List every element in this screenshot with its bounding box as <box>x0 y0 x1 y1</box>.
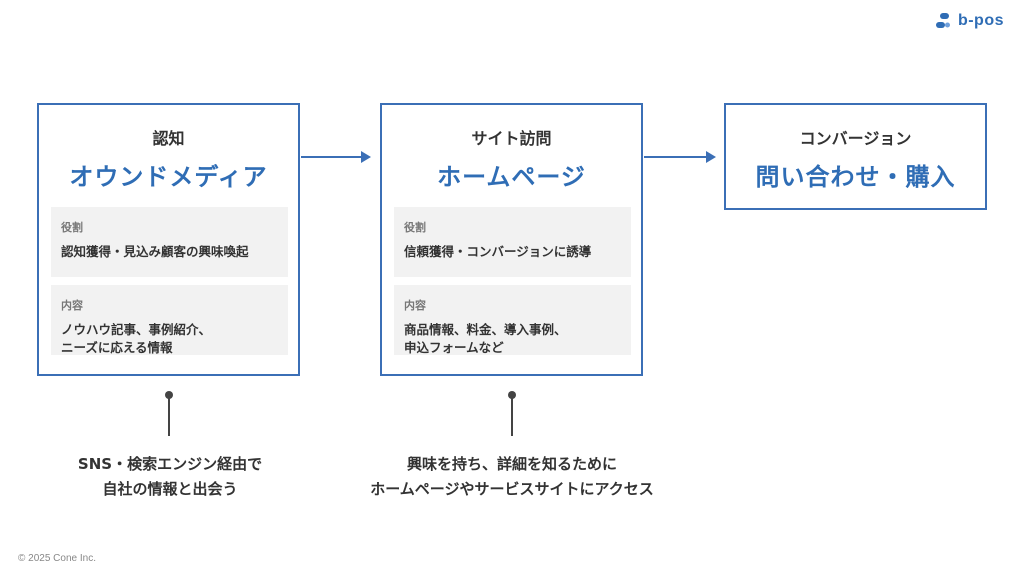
copyright-footer: © 2025 Cone Inc. <box>18 553 96 564</box>
role-text: 認知獲得・見込み顧客の興味喚起 <box>61 244 249 259</box>
role-text: 信頼獲得・コンバージョンに誘導 <box>404 244 592 259</box>
stage-heading: ホームページ <box>437 163 586 191</box>
b-pos-logo-icon <box>935 13 950 28</box>
stage-title: サイト訪問 <box>471 129 552 148</box>
stage-heading: 問い合わせ・購入 <box>755 163 956 191</box>
content-panel: 内容 ノウハウ記事、事例紹介、 ニーズに応える情報 <box>51 285 288 355</box>
content-label: 内容 <box>61 299 83 312</box>
stage-conversion-box: コンバージョン 問い合わせ・購入 <box>724 103 987 210</box>
role-label: 役割 <box>61 221 83 234</box>
role-label: 役割 <box>404 221 426 234</box>
stage-site-visit-box: サイト訪問 ホームページ 役割 信頼獲得・コンバージョンに誘導 内容 商品情報、… <box>380 103 643 376</box>
content-panel: 内容 商品情報、料金、導入事例、 申込フォームなど <box>394 285 631 355</box>
role-panel: 役割 信頼獲得・コンバージョンに誘導 <box>394 207 631 277</box>
brand-logo: b-pos <box>934 12 1004 30</box>
stage-awareness-box: 認知 オウンドメディア 役割 認知獲得・見込み顧客の興味喚起 内容 ノウハウ記事… <box>37 103 300 376</box>
caption-site-visit: 興味を持ち、詳細を知るために ホームページやサービスサイトにアクセス <box>370 455 654 498</box>
stage-heading: オウンドメディア <box>69 163 268 191</box>
caption-awareness: SNS・検索エンジン経由で 自社の情報と出会う <box>77 455 263 498</box>
flow-arrow-2 <box>644 151 716 163</box>
content-label: 内容 <box>404 299 426 312</box>
role-panel: 役割 認知獲得・見込み顧客の興味喚起 <box>51 207 288 277</box>
content-text: 商品情報、料金、導入事例、 申込フォームなど <box>404 322 567 355</box>
brand-name: b-pos <box>957 12 1004 29</box>
content-text: ノウハウ記事、事例紹介、 ニーズに応える情報 <box>61 322 212 355</box>
stage-title: コンバージョン <box>799 129 912 148</box>
pin-connector-1 <box>165 391 173 436</box>
stage-title: 認知 <box>152 129 185 148</box>
pin-connector-2 <box>508 391 516 436</box>
flow-arrow-1 <box>301 151 371 163</box>
